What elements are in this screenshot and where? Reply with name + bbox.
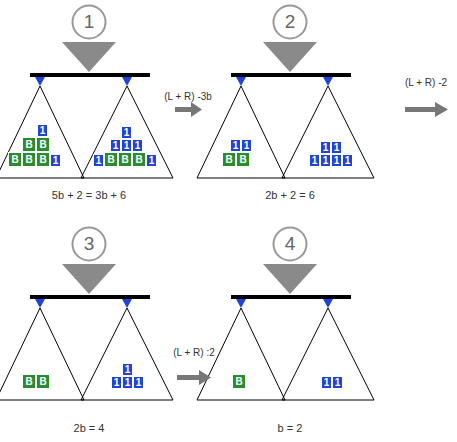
unit-block: 1 xyxy=(146,154,157,167)
variable-block: B xyxy=(22,152,36,167)
balance-scale xyxy=(197,264,374,400)
block-label: 1 xyxy=(334,156,340,166)
block-label: 1 xyxy=(96,156,102,166)
unit-block: 1 xyxy=(331,141,342,154)
unit-block: 1 xyxy=(121,139,132,152)
block-label: 1 xyxy=(149,156,155,166)
block-label: B xyxy=(39,155,46,165)
equation-label: b = 2 xyxy=(278,422,303,434)
block-label: 1 xyxy=(124,141,130,151)
block-label: 1 xyxy=(136,378,142,388)
block-label: 1 xyxy=(113,141,119,151)
variable-block: B xyxy=(232,374,246,389)
equation-label: 2b = 4 xyxy=(74,422,105,434)
block-label: B xyxy=(11,155,18,165)
unit-block: 1 xyxy=(230,139,241,152)
block-label: 1 xyxy=(125,365,131,375)
block-label: 1 xyxy=(335,378,341,388)
unit-block: 1 xyxy=(320,154,331,167)
unit-block: 1 xyxy=(37,124,48,137)
block-label: 1 xyxy=(244,141,250,151)
unit-block: 1 xyxy=(342,154,353,167)
step-number-circle: 2 xyxy=(272,4,308,40)
step-arrow xyxy=(405,102,448,117)
step-arrow xyxy=(175,102,202,117)
variable-block: B xyxy=(222,152,236,167)
unit-block: 1 xyxy=(111,376,122,389)
block-label: B xyxy=(239,155,246,165)
balance-scale xyxy=(0,264,173,400)
unit-block: 1 xyxy=(93,154,104,167)
variable-block: B xyxy=(118,152,132,167)
block-label: B xyxy=(121,155,128,165)
block-label: 1 xyxy=(53,156,59,166)
variable-block: B xyxy=(36,374,50,389)
equation-label: 5b + 2 = 3b + 6 xyxy=(52,189,126,201)
unit-block: 1 xyxy=(241,139,252,152)
equation-label: 2b + 2 = 6 xyxy=(265,189,315,201)
step-number: 1 xyxy=(71,4,107,40)
block-label: 1 xyxy=(114,378,120,388)
variable-block: B xyxy=(22,137,36,152)
block-label: 1 xyxy=(135,141,141,151)
unit-block: 1 xyxy=(110,139,121,152)
block-label: B xyxy=(135,155,142,165)
variable-block: B xyxy=(132,152,146,167)
step-number-circle: 3 xyxy=(71,226,107,262)
unit-block: 1 xyxy=(122,363,133,376)
block-label: 1 xyxy=(323,156,329,166)
block-label: 1 xyxy=(324,378,330,388)
operation-label: (L + R) -3b xyxy=(164,91,212,102)
block-label: 1 xyxy=(323,143,329,153)
step-arrow xyxy=(177,370,211,385)
block-label: B xyxy=(25,155,32,165)
block-label: 1 xyxy=(345,156,351,166)
step-number-circle: 1 xyxy=(71,4,107,40)
unit-block: 1 xyxy=(309,154,320,167)
step-number-circle: 4 xyxy=(272,226,308,262)
block-label: 1 xyxy=(40,126,46,136)
unit-block: 1 xyxy=(132,139,143,152)
unit-block: 1 xyxy=(331,154,342,167)
operation-label: (L + R) :2 xyxy=(173,347,215,358)
variable-block: B xyxy=(236,152,250,167)
unit-block: 1 xyxy=(332,376,343,389)
block-label: 1 xyxy=(312,156,318,166)
variable-block: B xyxy=(104,152,118,167)
variable-block: B xyxy=(36,152,50,167)
unit-block: 1 xyxy=(50,154,61,167)
unit-block: 1 xyxy=(133,376,144,389)
block-label: 1 xyxy=(125,378,131,388)
block-label: B xyxy=(235,377,242,387)
block-label: B xyxy=(39,377,46,387)
block-label: B xyxy=(39,140,46,150)
variable-block: B xyxy=(8,152,22,167)
variable-block: B xyxy=(22,374,36,389)
unit-block: 1 xyxy=(321,376,332,389)
step-number: 4 xyxy=(272,226,308,262)
operation-label: (L + R) -2 xyxy=(405,77,447,88)
unit-block: 1 xyxy=(121,126,132,139)
balance-scale xyxy=(197,42,374,178)
block-label: B xyxy=(25,377,32,387)
unit-block: 1 xyxy=(320,141,331,154)
step-number: 2 xyxy=(272,4,308,40)
unit-block: 1 xyxy=(122,376,133,389)
step-number: 3 xyxy=(71,226,107,262)
variable-block: B xyxy=(36,137,50,152)
block-label: B xyxy=(107,155,114,165)
block-label: 1 xyxy=(334,143,340,153)
balance-scale xyxy=(0,42,173,178)
block-label: B xyxy=(25,140,32,150)
block-label: B xyxy=(225,155,232,165)
block-label: 1 xyxy=(233,141,239,151)
block-label: 1 xyxy=(124,128,130,138)
